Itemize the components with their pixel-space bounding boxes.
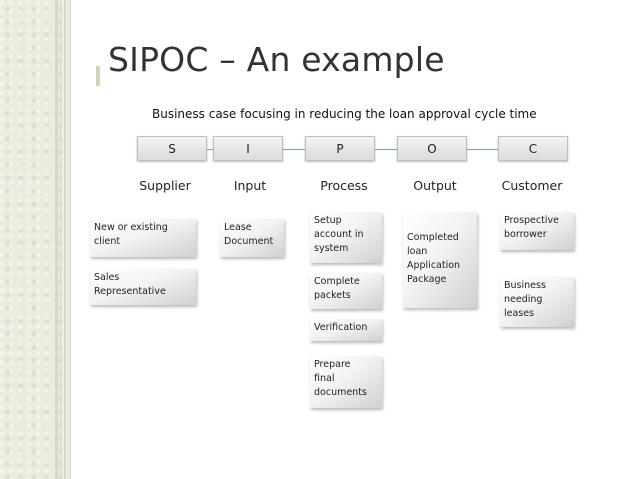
header-process: Process	[320, 178, 368, 193]
sidebar-stripe	[60, 0, 61, 479]
customer-card: Business needing leases	[500, 277, 574, 327]
letter-box-c: C	[498, 136, 568, 161]
process-card: Prepare final documents	[310, 356, 382, 408]
letter-box-p: P	[305, 136, 375, 161]
process-card: Complete packets	[310, 273, 382, 309]
process-card: Verification	[310, 319, 382, 341]
supplier-card: Sales Representative	[90, 269, 196, 305]
sidebar-stripe	[64, 0, 66, 479]
header-customer: Customer	[501, 178, 563, 193]
customer-card: Prospective borrower	[500, 212, 574, 250]
output-card: Completed loan Application Package	[403, 212, 477, 308]
slide-subtitle: Business case focusing in reducing the l…	[152, 107, 537, 121]
letter-box-i: I	[213, 136, 283, 161]
slide-title: SIPOC – An example	[108, 40, 445, 79]
letter-box-o: O	[397, 136, 467, 161]
sidebar-stripe	[55, 0, 58, 479]
header-supplier: Supplier	[139, 178, 191, 193]
letter-box-s: S	[137, 136, 207, 161]
sidebar-edge	[70, 0, 71, 479]
header-input: Input	[233, 178, 267, 193]
title-accent-bar	[96, 66, 100, 86]
supplier-card: New or existing client	[90, 219, 196, 257]
decorative-sidebar	[0, 0, 70, 479]
header-output: Output	[413, 178, 457, 193]
input-card: Lease Document	[220, 219, 284, 257]
process-card: Setup account in system	[310, 212, 382, 263]
